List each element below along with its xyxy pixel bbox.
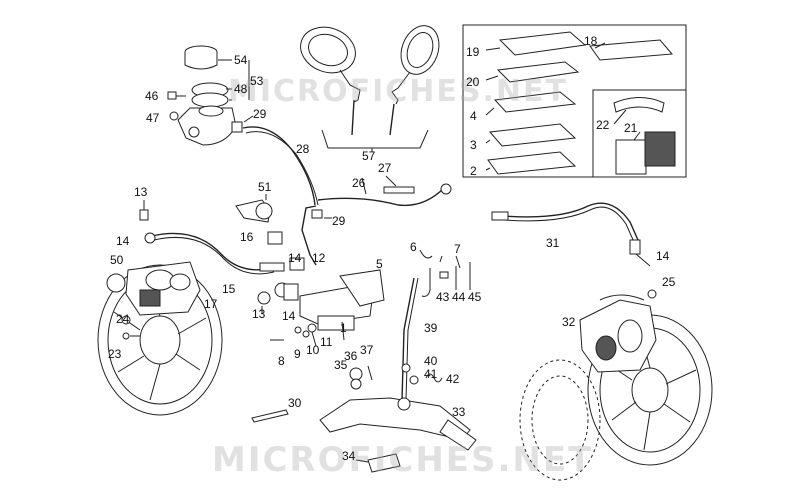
part-label: 24	[116, 312, 130, 326]
part-label: 37	[360, 343, 374, 357]
part-label: 14	[656, 249, 670, 263]
part-label: 33	[452, 405, 466, 419]
part-label: 17	[204, 297, 218, 311]
part-label: 20	[466, 75, 480, 89]
part-label: 8	[278, 354, 285, 368]
part-label: 42	[446, 372, 460, 386]
part-label: 48	[234, 82, 248, 96]
part-label: 30	[288, 396, 302, 410]
part-label: 12	[312, 251, 326, 265]
part-label: 14	[282, 309, 296, 323]
part-label: 13	[134, 185, 148, 199]
part-label: 14	[116, 234, 130, 248]
part-label: 54	[234, 53, 248, 67]
brake-pedal-33	[319, 277, 477, 451]
watermark-top: MICROFICHES.NET	[228, 74, 568, 109]
part-label: 7	[454, 242, 461, 256]
front-caliper-17	[125, 261, 201, 316]
part-label: 45	[468, 290, 482, 304]
part-label: 57	[362, 149, 376, 163]
brake-hose-15	[151, 232, 273, 271]
part-label: 10	[306, 343, 320, 357]
part-label: 44	[452, 290, 466, 304]
cap-50	[106, 273, 126, 293]
part-label: 11	[320, 335, 333, 349]
part-label: 23	[108, 347, 122, 361]
part-label: 15	[222, 282, 236, 296]
part-label: 50	[110, 253, 124, 267]
part-label: 34	[342, 449, 356, 463]
rear-brake-disc-ghost	[519, 359, 601, 481]
part-label: 35	[334, 358, 348, 372]
part-label: 25	[662, 275, 676, 289]
brake-switch-51	[235, 199, 273, 223]
part-label: 6	[410, 240, 417, 254]
screw-46	[167, 91, 186, 100]
part-label: 32	[562, 315, 576, 329]
part-label: 5	[376, 257, 383, 271]
master-cylinder-reservoir	[177, 45, 243, 146]
brake-hose-31	[503, 202, 639, 241]
part-label: 2	[470, 164, 477, 178]
part-label: 40	[424, 354, 438, 368]
part-label: 41	[424, 367, 438, 381]
part-label: 46	[145, 89, 159, 103]
part-label: 21	[624, 121, 638, 135]
pedal-rubber-34	[367, 453, 401, 473]
mirror-right	[389, 25, 440, 136]
part-label: 28	[296, 142, 310, 156]
part-label: 9	[294, 347, 301, 361]
mirror-left	[300, 26, 361, 136]
washer-47	[169, 111, 179, 121]
part-label: 19	[466, 45, 480, 59]
rear-caliper-32	[579, 294, 657, 373]
part-label: 39	[424, 321, 438, 335]
part-label: 26	[352, 176, 366, 190]
part-label: 16	[240, 230, 254, 244]
part-label: 27	[378, 161, 392, 175]
part-label: 51	[258, 180, 272, 194]
part-label: 29	[253, 107, 267, 121]
part-label: 53	[250, 74, 264, 88]
part-label: 31	[546, 236, 560, 250]
part-label: 22	[596, 118, 610, 132]
part-label: 1	[340, 321, 347, 335]
rear-master-cylinder	[257, 269, 385, 331]
part-label: 3	[470, 138, 477, 152]
part-label: 43	[436, 290, 450, 304]
part-label: 36	[344, 349, 358, 363]
part-label: 47	[146, 111, 160, 125]
part-label: 13	[252, 307, 266, 321]
part-label: 29	[332, 214, 346, 228]
watermark-bottom: MICROFICHES.NET	[212, 440, 594, 480]
part-label: 4	[470, 109, 477, 123]
part-label: 14	[288, 251, 302, 265]
pin-30	[251, 409, 289, 423]
brake-line-26	[317, 187, 445, 207]
decal-sheet-box	[462, 24, 687, 178]
part-label: 18	[584, 34, 598, 48]
